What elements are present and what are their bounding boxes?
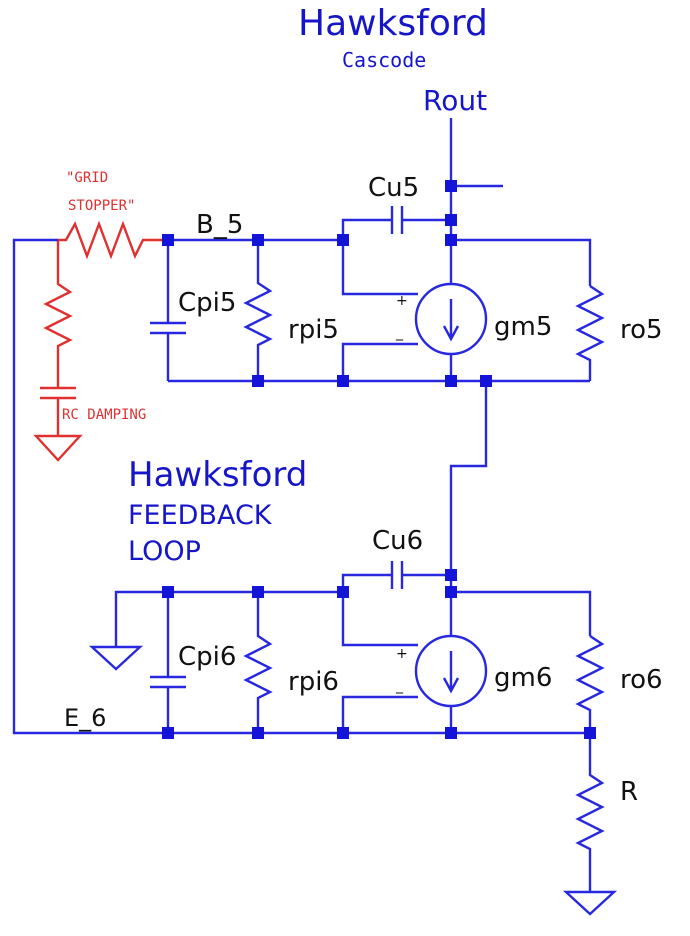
link-wire (449, 381, 488, 575)
node-gm5-bot (445, 375, 457, 387)
node-cpi6-top (162, 586, 174, 598)
left-ground-wire (114, 590, 168, 647)
cpi6-label: Cpi6 (178, 642, 236, 672)
gm6-minus-wire (341, 695, 418, 733)
node-b5 (162, 234, 174, 246)
r-label: R (620, 777, 638, 807)
gm5-label: gm5 (494, 312, 552, 342)
rc-damping-label: RC DAMPING (62, 407, 146, 423)
b5-label: B_5 (196, 210, 243, 240)
r-resistor (575, 733, 605, 892)
node-gm6-bot (445, 727, 457, 739)
top-subtitle: Cascode (342, 48, 426, 72)
node-gm6-top (445, 586, 457, 598)
gm5-source (414, 282, 488, 356)
rpi5-label: rpi5 (288, 315, 339, 345)
node-gm5-ctrl-bot (337, 375, 349, 387)
grid-stopper-line2: STOPPER" (68, 198, 135, 214)
rpi5-resistor (243, 240, 273, 381)
gm5-minus-label: _ (395, 325, 404, 341)
bottom-title: Hawksford (128, 455, 307, 495)
top-rail-6b (451, 590, 592, 636)
node-rpi6-bot (252, 727, 264, 739)
rpi6-resistor (243, 592, 273, 733)
rc-damping-cap (40, 386, 76, 436)
node-ro6-bot (584, 727, 596, 739)
gm6-plus-wire (341, 592, 418, 647)
cu5-label: Cu5 (368, 173, 419, 203)
node-e6 (162, 727, 174, 739)
left-ground-symbol (88, 645, 144, 671)
ro5-resistor (575, 285, 605, 381)
node-rout (445, 180, 457, 192)
gm5-plus-label: + (396, 293, 408, 309)
rout-label: Rout (423, 84, 487, 117)
bottom-line1: FEEDBACK (128, 500, 273, 531)
node-cu5-right (445, 214, 457, 226)
ro6-resistor (575, 635, 605, 733)
grid-stopper-line1: "GRID (66, 170, 108, 186)
node-gm6-ctrl-bot (337, 727, 349, 739)
node-link-top (480, 375, 492, 387)
grid-stopper-resistor (58, 220, 168, 260)
grid-stopper (33, 220, 168, 462)
gm6-plus-label: + (396, 646, 408, 662)
node-rpi6-top (252, 586, 264, 598)
gm6-minus-label: _ (395, 678, 404, 694)
node-rpi5-bot (252, 375, 264, 387)
node-gm6-ctrl-top (337, 586, 349, 598)
cu6-label: Cu6 (372, 526, 423, 556)
bottom-stage (88, 561, 618, 916)
gm6-arrow (442, 651, 460, 694)
gm5-plus-wire (341, 240, 418, 296)
ro6-label: ro6 (620, 665, 663, 695)
node-gm5-top (445, 234, 457, 246)
e6-label: E_6 (64, 704, 106, 732)
gm6-label: gm6 (494, 663, 552, 693)
node-markers (162, 180, 596, 739)
top-stage (150, 118, 605, 575)
ro5-label: ro5 (620, 315, 663, 345)
rpi6-label: rpi6 (288, 667, 339, 697)
top-rail-5b (451, 238, 592, 286)
node-rpi5-top (252, 234, 264, 246)
top-title: Hawksford (298, 3, 488, 44)
gm5-minus-wire (341, 342, 418, 381)
cpi5-label: Cpi5 (178, 288, 236, 318)
r-ground-symbol (562, 890, 618, 916)
node-gm5-ctrl-top (337, 234, 349, 246)
cu6-wire (341, 573, 451, 592)
feedback-wire (12, 238, 168, 735)
node-cu6-right (445, 569, 457, 581)
bottom-line2: LOOP (128, 536, 201, 567)
rc-damping-resistor (43, 240, 73, 388)
cu5-wire (341, 218, 451, 240)
rc-damping-ground (33, 434, 83, 462)
gm5-arrow (442, 299, 460, 342)
